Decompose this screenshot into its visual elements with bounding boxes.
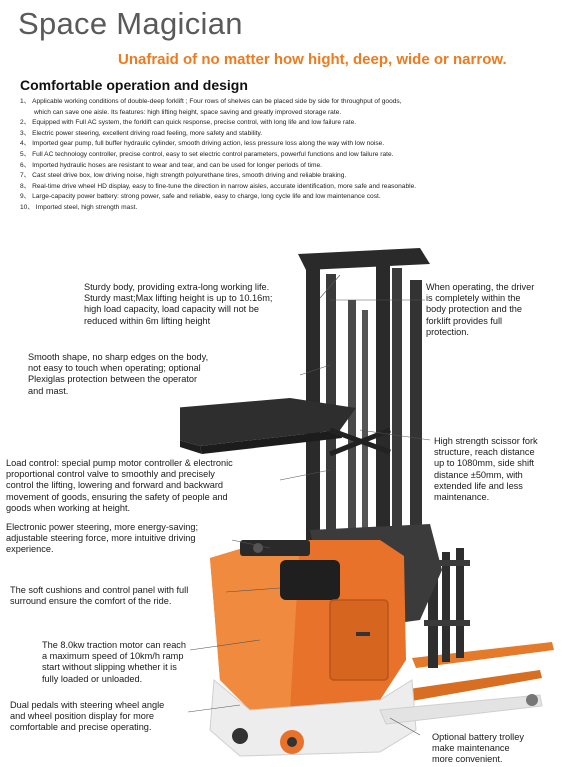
feature-item: 4、 Imported gear pump, full buffer hydra… (20, 140, 385, 148)
battery-door (329, 599, 389, 681)
mast-rail (376, 258, 390, 558)
feature-item: 10、 Imported steel, high strength mast. (20, 203, 138, 211)
feature-item: 6、 Imported hydraulic hoses are resistan… (20, 161, 323, 169)
callout-battery-trolley: Optional battery trolley make maintenanc… (432, 732, 524, 765)
callout-scissor-fork: High strength scissor fork structure, re… (434, 436, 538, 503)
feature-item: 1、 Applicable working conditions of doub… (20, 98, 402, 105)
truck-base (209, 678, 417, 757)
fork-platform (180, 398, 356, 446)
callout-dual-pedals: Dual pedals with steering wheel angle an… (10, 700, 165, 733)
feature-list: 1、 Applicable working conditions of doub… (20, 97, 560, 214)
feature-item: 2、 Equipped with Full AC system, the for… (20, 119, 357, 127)
callout-load-control: Load control: special pump motor control… (6, 458, 233, 513)
callout-traction-motor: The 8.0kw traction motor can reach a max… (42, 640, 187, 684)
page-title: Space Magician (18, 6, 243, 41)
hydraulic-cylinder (348, 300, 356, 560)
section-title: Comfortable operation and design (20, 77, 248, 93)
feature-item: 9、 Large-capacity power battery: strong … (20, 193, 381, 201)
callout-smooth-shape: Smooth shape, no sharp edges on the body… (28, 352, 209, 396)
feature-item: 8、 Real-time drive wheel HD display, eas… (20, 182, 417, 190)
callout-mast: Sturdy body, providing extra-long workin… (84, 282, 273, 326)
forklift-illustration (180, 248, 554, 757)
seat-cushion (280, 560, 340, 600)
feature-item: 3、 Electric power steering, excellent dr… (20, 129, 263, 137)
mast-rail (392, 268, 402, 558)
feature-item: 7、 Cast steel drive box, low driving noi… (20, 172, 347, 180)
callout-driver-protection: When operating, the driver is completely… (426, 282, 535, 337)
fork-arm (402, 670, 542, 702)
callout-soft-cushion: The soft cushions and control panel with… (10, 585, 189, 607)
feature-item: which can save one aisle. Its features: … (34, 108, 342, 116)
callout-power-steering: Electronic power steering, more energy-s… (6, 522, 199, 555)
feature-item: 5、 Full AC technology controller, precis… (20, 150, 394, 158)
page-subtitle: Unafraid of no matter how hight, deep, w… (118, 51, 507, 68)
mast-top (298, 248, 430, 270)
